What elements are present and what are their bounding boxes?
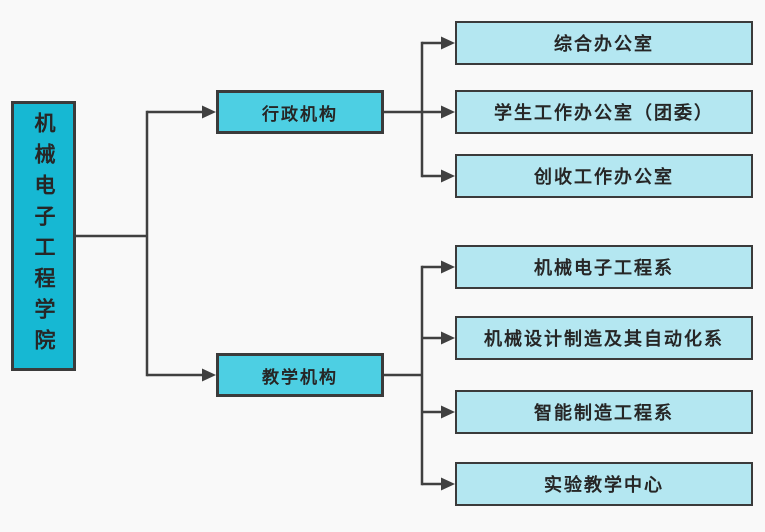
- node-teaching-orgs: 教学机构: [216, 353, 384, 397]
- node-label: 学生工作办公室（团委）: [494, 103, 714, 123]
- node-label: 智能制造工程系: [534, 403, 674, 423]
- node-label: 教学机构: [262, 367, 338, 387]
- arrow-icon: [441, 169, 455, 183]
- arrow-icon: [202, 368, 216, 382]
- node-student-affairs-office: 学生工作办公室（团委）: [455, 90, 753, 134]
- arrow-icon: [441, 260, 455, 274]
- node-label: 行政机构: [262, 104, 338, 124]
- node-label: 机械电子工程学院: [32, 112, 55, 360]
- arrow-icons: [202, 36, 455, 491]
- arrow-icon: [441, 405, 455, 419]
- arrow-icon: [441, 105, 455, 119]
- node-label: 机械设计制造及其自动化系: [484, 329, 724, 349]
- node-experimental-teaching-center: 实验教学中心: [455, 462, 753, 506]
- node-label: 机械电子工程系: [534, 258, 674, 278]
- node-revenue-office: 创收工作办公室: [455, 154, 753, 198]
- node-label: 创收工作办公室: [534, 167, 674, 187]
- arrow-icon: [441, 36, 455, 50]
- arrow-icon: [441, 477, 455, 491]
- connector-paths: [75, 41, 442, 486]
- node-general-office: 综合办公室: [455, 21, 753, 65]
- node-intelligent-manufacturing-dept: 智能制造工程系: [455, 390, 753, 434]
- node-label: 综合办公室: [554, 34, 654, 54]
- node-college-root: 机械电子工程学院: [11, 101, 76, 371]
- arrow-icon: [441, 331, 455, 345]
- node-administrative-orgs: 行政机构: [216, 90, 384, 134]
- node-mechatronics-dept: 机械电子工程系: [455, 245, 753, 289]
- node-label: 实验教学中心: [544, 475, 664, 495]
- node-mechanical-design-dept: 机械设计制造及其自动化系: [455, 316, 753, 360]
- arrow-icon: [202, 105, 216, 119]
